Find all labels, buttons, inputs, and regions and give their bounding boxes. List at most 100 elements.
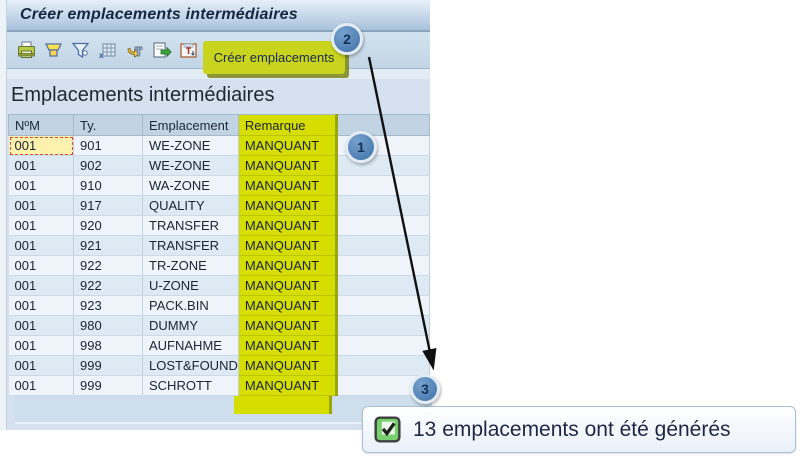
table-cell[interactable]: MANQUANT [238, 375, 338, 396]
table-cell[interactable]: 001 [8, 135, 74, 156]
callout-2-label: 2 [343, 31, 351, 47]
table-cell[interactable]: MANQUANT [238, 155, 338, 176]
table-cell[interactable]: 923 [73, 295, 143, 316]
table-cell[interactable] [336, 195, 430, 216]
table-cell[interactable]: U-ZONE [142, 275, 239, 296]
column-header[interactable]: Ty. [73, 114, 143, 136]
table-cell[interactable]: MANQUANT [238, 175, 338, 196]
table-cell[interactable]: 001 [8, 175, 74, 196]
table-cell[interactable]: 001 [8, 235, 74, 256]
toolbar-substrip [7, 69, 430, 79]
column-header[interactable]: Emplacement [142, 114, 239, 136]
table-cell[interactable] [336, 235, 430, 256]
table-cell[interactable]: 921 [73, 235, 143, 256]
table-cell[interactable]: DUMMY [142, 315, 239, 336]
table-cell[interactable] [336, 215, 430, 236]
callout-3-label: 3 [421, 381, 429, 397]
local-file-button[interactable] [175, 37, 202, 63]
table-cell[interactable]: MANQUANT [238, 255, 338, 276]
table-cell[interactable]: 001 [8, 355, 74, 376]
table-cell[interactable]: 001 [8, 375, 74, 396]
green-check-icon [374, 416, 401, 443]
table-cell[interactable]: 001 [8, 155, 74, 176]
table-cell[interactable]: 001 [8, 255, 74, 276]
table-cell[interactable]: 999 [73, 355, 143, 376]
window-left-border [0, 0, 7, 430]
status-message: 13 emplacements ont été générés [362, 406, 796, 453]
table-cell[interactable]: 998 [73, 335, 143, 356]
filter-button[interactable] [67, 37, 94, 63]
table-cell[interactable] [336, 315, 430, 336]
refresh-button[interactable] [121, 37, 148, 63]
remarque-highlight-overhang [234, 395, 332, 414]
table-cell[interactable] [336, 255, 430, 276]
column-header[interactable]: Remarque [238, 114, 338, 136]
section-title: Emplacements intermédiaires [11, 84, 275, 106]
table-cell[interactable]: 901 [73, 135, 143, 156]
page-title: Créer emplacements intermédiaires [20, 6, 298, 23]
table-cell[interactable]: PACK.BIN [142, 295, 239, 316]
table-cell[interactable]: QUALITY [142, 195, 239, 216]
table-cell[interactable] [336, 275, 430, 296]
table-cell[interactable]: 001 [8, 295, 74, 316]
table-cell[interactable]: 001 [8, 275, 74, 296]
table-cell[interactable] [336, 335, 430, 356]
table-cell[interactable]: 001 [8, 215, 74, 236]
table-cell[interactable]: TR-ZONE [142, 255, 239, 276]
table-cell[interactable]: LOST&FOUND [142, 355, 239, 376]
table-cell[interactable]: 917 [73, 195, 143, 216]
table-cell[interactable]: 999 [73, 375, 143, 396]
table-cell[interactable]: SCHROTT [142, 375, 239, 396]
table-cell[interactable]: MANQUANT [238, 195, 338, 216]
table-cell[interactable]: 001 [8, 335, 74, 356]
table-cell[interactable]: MANQUANT [238, 215, 338, 236]
table-cell[interactable]: MANQUANT [238, 315, 338, 336]
table-cell[interactable]: TRANSFER [142, 215, 239, 236]
table-cell[interactable]: MANQUANT [238, 135, 338, 156]
table-cell[interactable] [336, 175, 430, 196]
print-button[interactable] [13, 37, 40, 63]
table-cell[interactable]: 902 [73, 155, 143, 176]
print-icon [18, 41, 35, 58]
export-button[interactable] [148, 37, 175, 63]
sort-button[interactable] [40, 37, 67, 63]
table-cell[interactable]: MANQUANT [238, 295, 338, 316]
table-cell[interactable] [336, 295, 430, 316]
table-cell[interactable]: WE-ZONE [142, 135, 239, 156]
table-cell[interactable]: 920 [73, 215, 143, 236]
sum-button[interactable]: x [94, 37, 121, 63]
callout-1-label: 1 [357, 139, 365, 155]
table-cell[interactable] [336, 355, 430, 376]
table-cell[interactable]: 922 [73, 255, 143, 276]
sum-grid-icon: x [99, 42, 116, 60]
table-cell[interactable]: 980 [73, 315, 143, 336]
callout-2: 2 [331, 23, 363, 55]
table-cell[interactable]: 001 [8, 195, 74, 216]
table-cell[interactable]: WE-ZONE [142, 155, 239, 176]
table-cell[interactable]: 001 [8, 315, 74, 336]
table-cell[interactable]: WA-ZONE [142, 175, 239, 196]
column-header[interactable] [336, 114, 430, 136]
table-cell[interactable]: TRANSFER [142, 235, 239, 256]
status-message-text: 13 emplacements ont été générés [413, 417, 731, 441]
table-cell[interactable]: MANQUANT [238, 335, 338, 356]
table-cell[interactable]: 922 [73, 275, 143, 296]
sort-icon [45, 42, 62, 57]
table-cell[interactable]: AUFNAHME [142, 335, 239, 356]
local-file-icon [180, 42, 197, 58]
table-cell[interactable]: MANQUANT [238, 235, 338, 256]
table-cell[interactable]: MANQUANT [238, 355, 338, 376]
table-cell[interactable]: MANQUANT [238, 275, 338, 296]
column-header[interactable]: NºM [8, 114, 74, 136]
table-cell[interactable]: 910 [73, 175, 143, 196]
